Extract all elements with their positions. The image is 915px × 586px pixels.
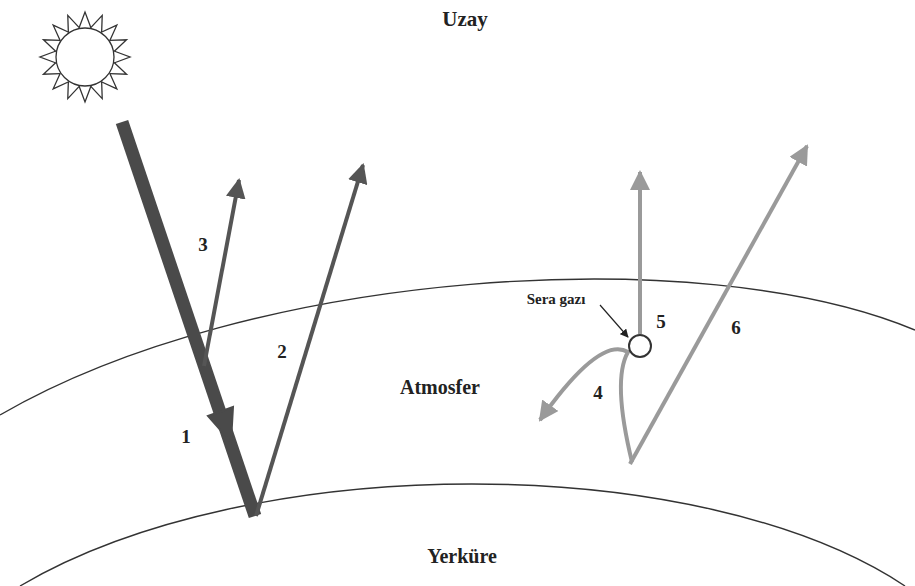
earth-surface <box>20 484 905 586</box>
callout-number: 3 <box>198 235 208 256</box>
region-label: Atmosfer <box>400 376 480 398</box>
infrared-escape-arrow <box>630 146 807 464</box>
gas-emission-arrow <box>638 172 642 334</box>
leader-arrow <box>600 305 628 337</box>
back-radiation-arrow <box>540 349 632 462</box>
callout-number: 2 <box>277 342 287 363</box>
callout-number: 5 <box>656 312 666 333</box>
callout-number: 4 <box>593 383 603 404</box>
surface-reflection-arrow <box>256 165 363 516</box>
region-label: Yerküre <box>427 545 497 567</box>
incoming-arrowhead <box>208 407 233 442</box>
incoming-radiation-arrow <box>122 122 255 516</box>
greenhouse-gas-molecule <box>629 335 651 357</box>
gas-label: Sera gazı <box>527 291 586 308</box>
callout-number: 6 <box>731 318 741 339</box>
callout-number: 1 <box>181 427 191 448</box>
atmosphere-reflection-arrow <box>204 180 239 366</box>
atmosphere-boundary <box>0 279 915 415</box>
region-label: Uzay <box>442 8 488 31</box>
sun-symbol <box>40 12 130 102</box>
